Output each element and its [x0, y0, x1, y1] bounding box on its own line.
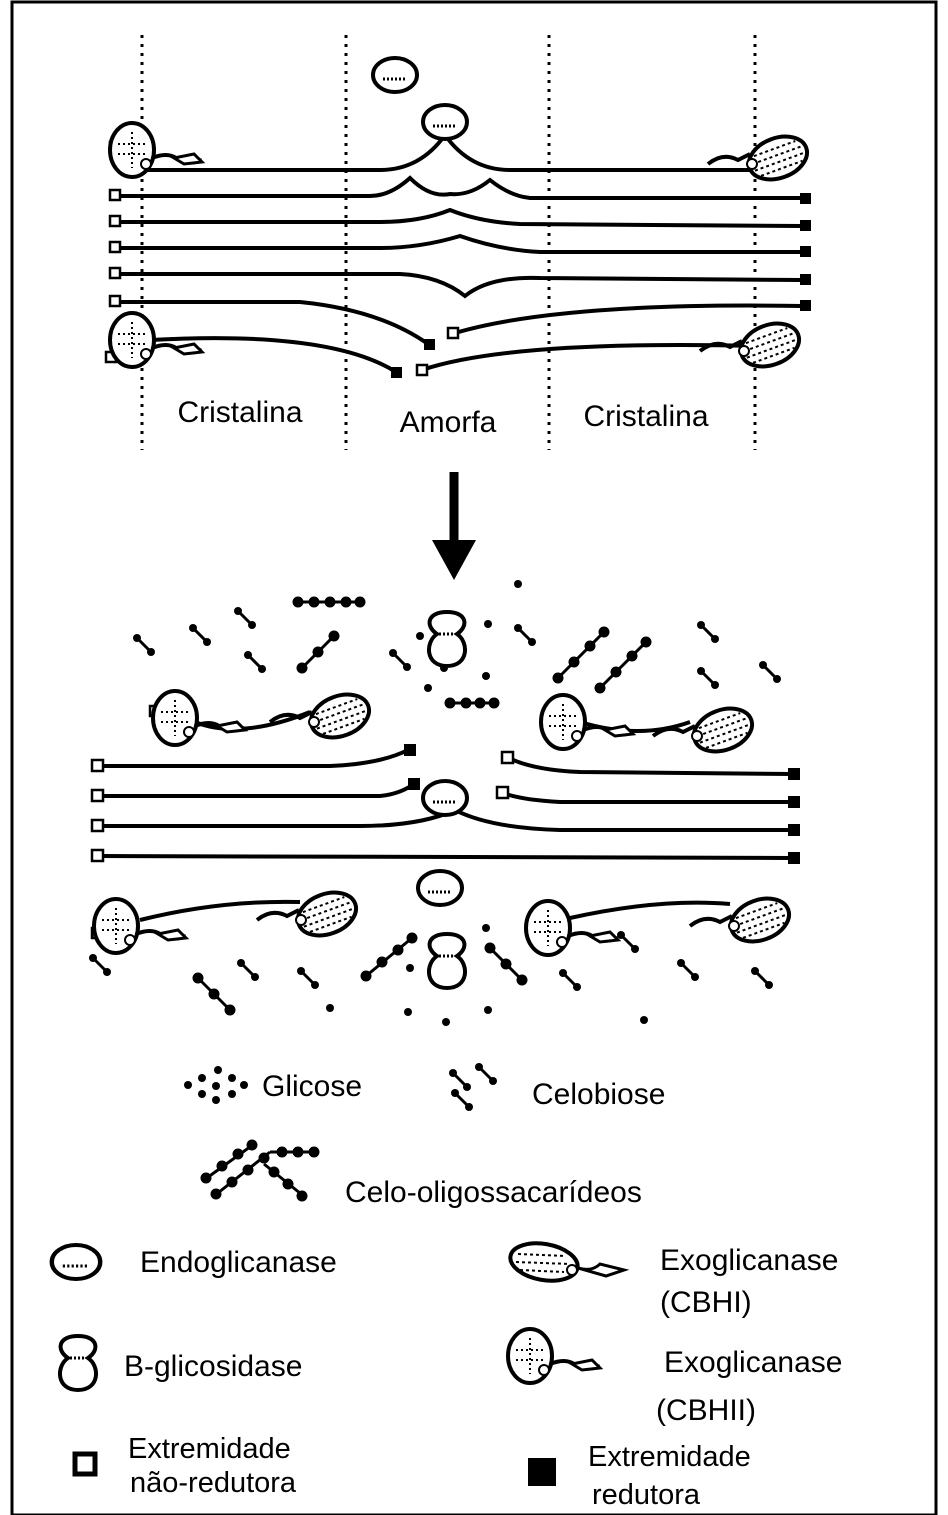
legend-exoglucanase-cbhii: Exoglicanase (CBHII) [508, 1329, 842, 1427]
endoglucanase-icon [52, 1245, 100, 1279]
top-cellulose-chains [118, 135, 802, 372]
legend-label-cbhi: (CBHI) [660, 1286, 752, 1319]
legend-label-endoglucanase: Endoglicanase [140, 1246, 337, 1279]
legend-label-cbhii: (CBHII) [656, 1394, 756, 1427]
legend-label-non-reducing-end-line1: Extremidade [128, 1433, 291, 1465]
legend-b-glucosidase: B-glicosidase [60, 1336, 302, 1390]
legend-non-reducing-end: Extremidade não-redutora [75, 1433, 297, 1499]
legend-label-exoglucanase-cbhii: Exoglicanase [664, 1346, 842, 1379]
top-region-dividers [142, 35, 755, 450]
legend-cellobiose: Celobiose [449, 1063, 665, 1111]
region-label-cristalina-right: Cristalina [583, 400, 708, 433]
legend-label-b-glucosidase: B-glicosidase [124, 1350, 302, 1383]
non-reducing-end-icon [75, 1454, 95, 1474]
down-arrow-icon [432, 472, 476, 580]
legend-label-reducing-end-line2: redutora [592, 1479, 701, 1511]
legend-label-cellobiose: Celobiose [532, 1078, 665, 1111]
region-label-cristalina-left: Cristalina [177, 396, 302, 429]
legend-label-cello-oligosaccharides: Celo-oligossacarídeos [345, 1176, 642, 1209]
glucose-icon [184, 1066, 248, 1104]
legend-label-exoglucanase-cbhi: Exoglicanase [660, 1244, 838, 1277]
cello-oligosaccharides-icon [202, 1141, 318, 1200]
legend-exoglucanase-cbhi: Exoglicanase (CBHI) [507, 1238, 838, 1319]
exoglucanase-cbhi-icon [507, 1238, 624, 1285]
cellobiose-icon [449, 1063, 497, 1111]
figure-frame [12, 2, 936, 1515]
region-label-amorfa: Amorfa [400, 406, 497, 439]
legend-reducing-end: Extremidade redutora [528, 1441, 751, 1511]
reducing-end-icon [528, 1458, 556, 1486]
legend-label-glucose: Glicose [262, 1070, 362, 1103]
legend-endoglucanase: Endoglicanase [52, 1245, 337, 1279]
legend-label-reducing-end-line1: Extremidade [588, 1441, 751, 1473]
legend-glucose: Glicose [184, 1066, 362, 1104]
exoglucanase-cbhii-icon [508, 1329, 600, 1383]
legend-label-non-reducing-end-line2: não-redutora [130, 1467, 297, 1499]
legend-cello-oligosaccharides: Celo-oligossacarídeos [202, 1141, 642, 1209]
b-glucosidase-icon [60, 1336, 96, 1390]
